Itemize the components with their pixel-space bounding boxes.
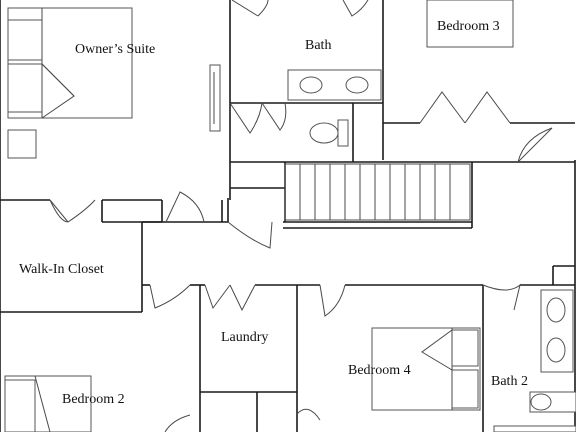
staircase xyxy=(284,163,471,221)
room-label-walk-in-closet: Walk-In Closet xyxy=(19,262,104,277)
room-label-laundry: Laundry xyxy=(221,330,268,345)
owners-suite-bed xyxy=(7,7,133,119)
room-label-bath-2: Bath 2 xyxy=(491,374,528,389)
bath-2-fixtures xyxy=(493,289,576,432)
room-label-bedroom-4: Bedroom 4 xyxy=(348,363,411,378)
room-label-bath: Bath xyxy=(305,38,331,53)
room-label-bedroom-2: Bedroom 2 xyxy=(62,392,125,407)
nightstand xyxy=(7,129,37,159)
tv-console xyxy=(209,64,221,132)
room-label-owners-suite: Owner’s Suite xyxy=(75,42,155,57)
doors xyxy=(49,0,553,432)
bedroom-3-dresser xyxy=(426,0,514,48)
bath-vanity xyxy=(287,69,382,101)
bedroom-2-bed xyxy=(4,375,92,432)
bedroom-4-bed xyxy=(371,327,481,411)
toilet xyxy=(309,119,349,147)
room-label-bedroom-3: Bedroom 3 xyxy=(437,19,500,34)
